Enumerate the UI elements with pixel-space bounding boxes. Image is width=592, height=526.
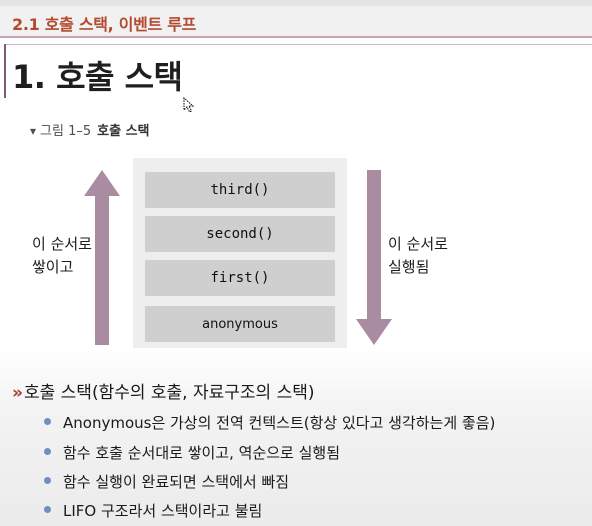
mouse-cursor-icon — [183, 97, 195, 113]
heading-accent-rule — [4, 44, 6, 98]
bullet-dot-icon — [44, 477, 51, 484]
figure-number: 그림 1–5 — [40, 124, 92, 139]
heading-divider — [4, 44, 592, 45]
list-item: 함수 호출 순서대로 쌓이고, 역순으로 실행됨 — [44, 442, 340, 463]
chevron-down-icon: ▾ — [30, 124, 37, 138]
double-chevron-icon: » — [12, 383, 23, 403]
list-item: Anonymous은 가상의 전역 컨텍스트(항상 있다고 생각하는게 좋음) — [44, 412, 495, 433]
arrow-down-icon — [356, 170, 392, 345]
call-stack-diagram: third() second() first() anonymous — [133, 158, 347, 356]
bullet-dot-icon — [44, 448, 51, 455]
figure-caption: ▾그림 1–5 호출 스택 — [30, 120, 150, 139]
stack-frame-third: third() — [145, 172, 335, 208]
list-item-text: 함수 호출 순서대로 쌓이고, 역순으로 실행됨 — [63, 444, 341, 462]
top-strip — [0, 0, 592, 6]
execution-order-line-2: 실행됨 — [388, 258, 430, 276]
bullet-section-background — [0, 348, 592, 526]
list-item: LIFO 구조라서 스택이라고 불림 — [44, 500, 262, 521]
arrow-up-icon — [84, 170, 120, 345]
push-order-label: 이 순서로 쌓이고 — [32, 233, 92, 279]
push-order-line-2: 쌓이고 — [32, 258, 74, 276]
list-item-text: 함수 실행이 완료되면 스택에서 빠짐 — [63, 473, 290, 491]
section-title: 2.1 호출 스택, 이벤트 루프 — [12, 15, 197, 34]
stack-frame-first: first() — [145, 260, 335, 296]
execution-order-line-1: 이 순서로 — [388, 235, 448, 253]
list-item-text: Anonymous은 가상의 전역 컨텍스트(항상 있다고 생각하는게 좋음) — [63, 414, 496, 432]
bullet-heading: »호출 스택(함수의 호출, 자료구조의 스택) — [12, 378, 315, 403]
push-order-line-1: 이 순서로 — [32, 235, 92, 253]
execution-order-label: 이 순서로 실행됨 — [388, 233, 448, 279]
list-item: 함수 실행이 완료되면 스택에서 빠짐 — [44, 471, 289, 492]
section-header: 2.1 호출 스택, 이벤트 루프 — [0, 6, 592, 38]
figure-title: 호출 스택 — [97, 124, 150, 139]
stack-frame-anonymous: anonymous — [145, 306, 335, 342]
page-title: 1. 호출 스택 — [12, 58, 183, 96]
bullet-dot-icon — [44, 506, 51, 513]
bullet-dot-icon — [44, 418, 51, 425]
list-item-text: LIFO 구조라서 스택이라고 불림 — [63, 502, 263, 520]
bullet-heading-text: 호출 스택(함수의 호출, 자료구조의 스택) — [23, 383, 315, 403]
stack-frame-second: second() — [145, 216, 335, 252]
